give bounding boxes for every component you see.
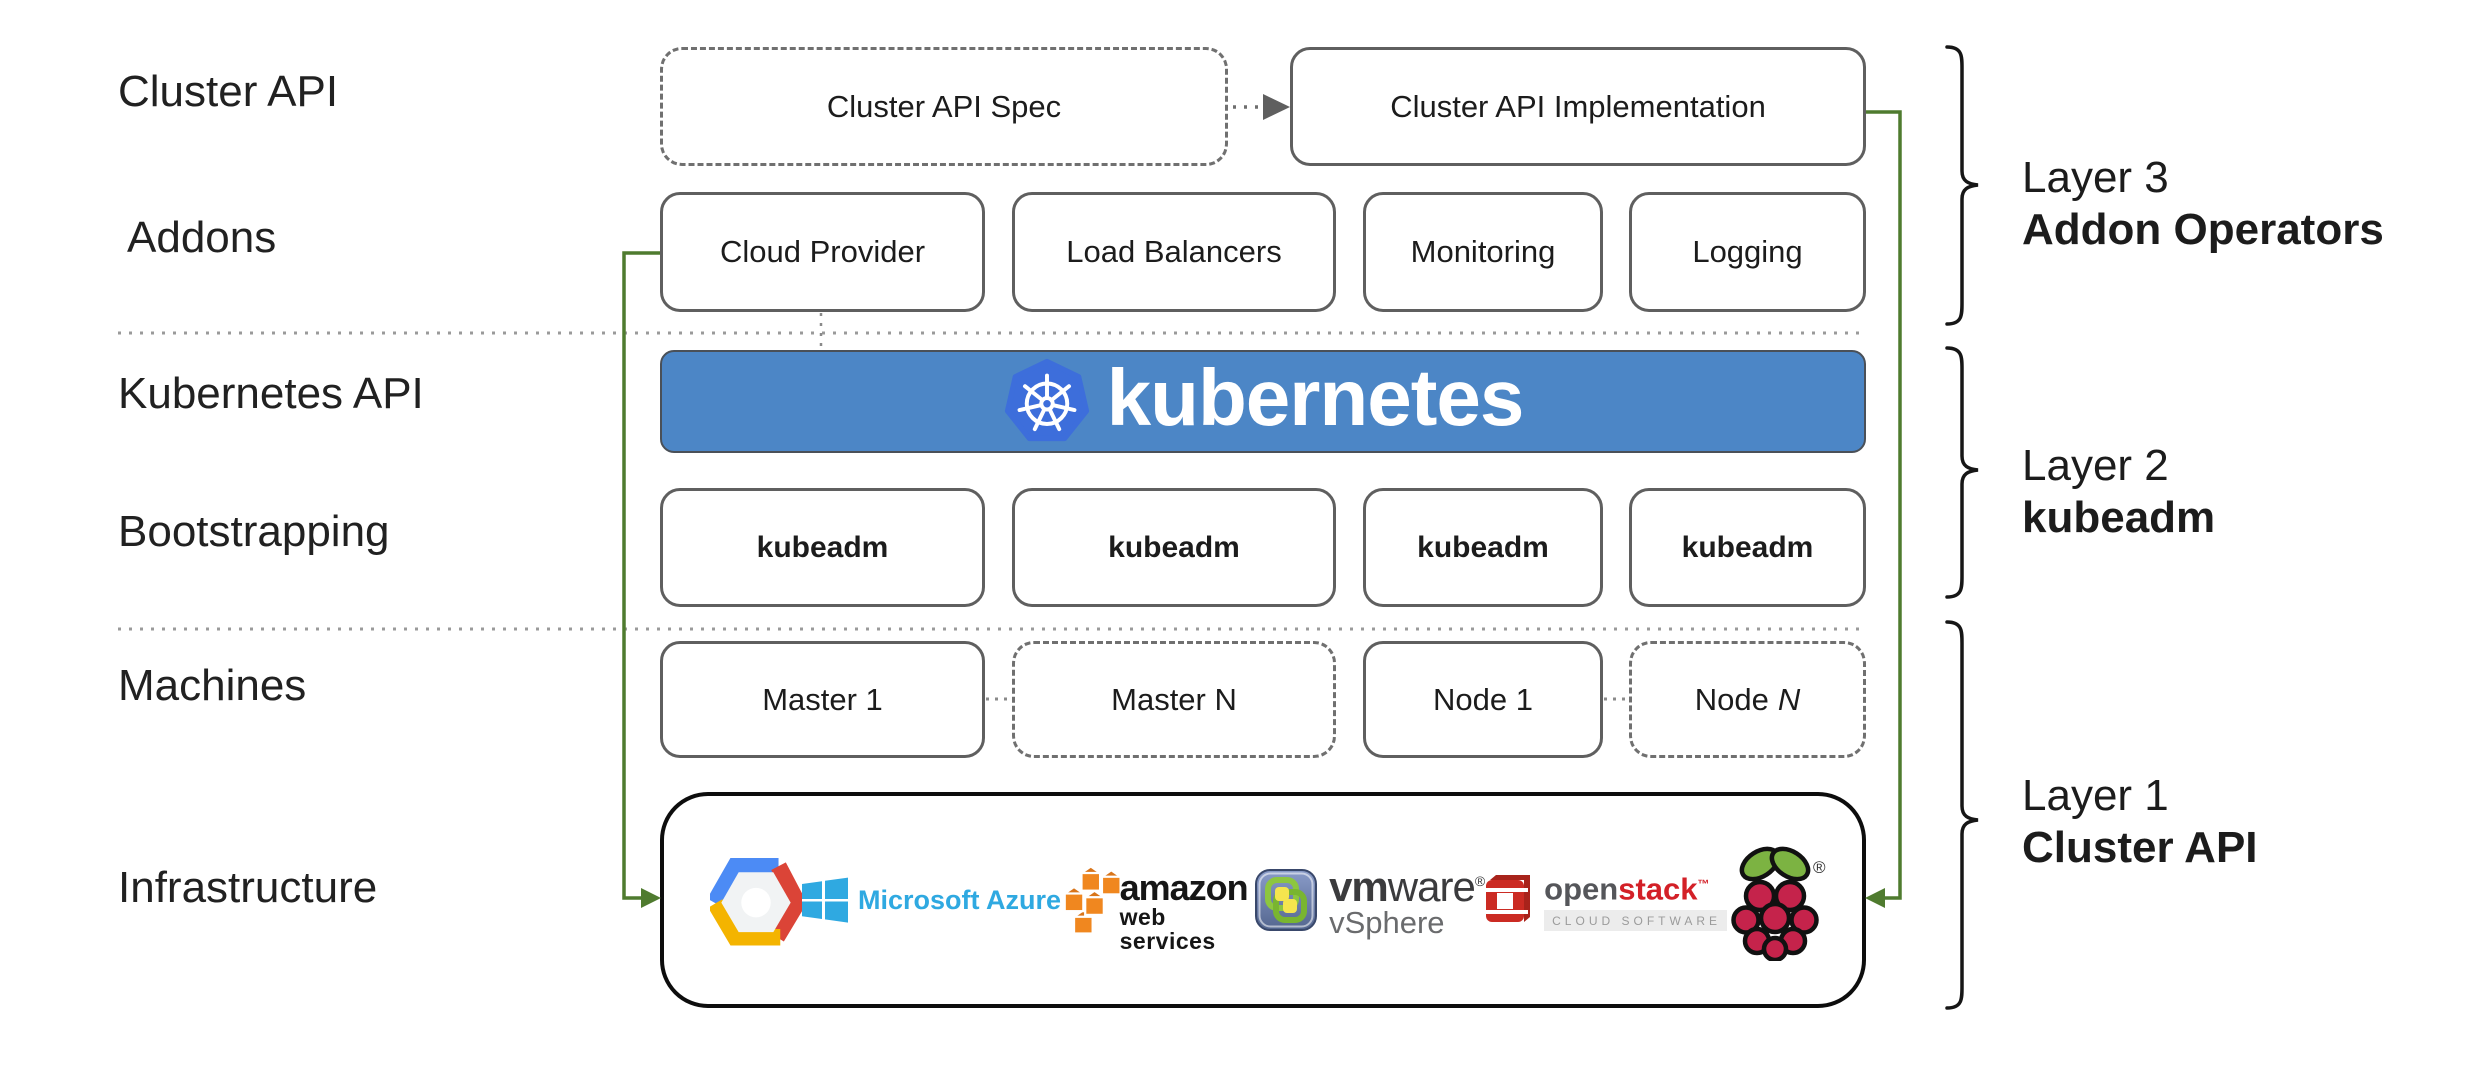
microsoft-windows-flag-icon bbox=[802, 877, 848, 923]
addon-box-load-balancers: Load Balancers bbox=[1012, 192, 1336, 312]
kubernetes-banner: kubernetes bbox=[660, 350, 1866, 453]
cluster-api-spec-label: Cluster API Spec bbox=[826, 88, 1062, 124]
kubeadm-box-1: kubeadm bbox=[660, 488, 985, 607]
layer-2-subtitle: kubeadm bbox=[2022, 493, 2216, 542]
openstack-icon bbox=[1484, 874, 1531, 922]
addon-box-logging: Logging bbox=[1629, 192, 1866, 312]
addon-label: Load Balancers bbox=[1066, 234, 1282, 269]
machine-label: Node 1 bbox=[1433, 681, 1533, 717]
row-label-cluster-api: Cluster API bbox=[118, 67, 339, 116]
amazon-cubes-icon bbox=[1062, 865, 1123, 935]
cluster-api-implementation-label: Cluster API Implementation bbox=[1390, 88, 1766, 124]
machine-box-master-n: Master N bbox=[1012, 641, 1336, 758]
layer-1-label: Layer 1 Cluster API bbox=[2022, 770, 2258, 874]
vmware-vsphere-logo: vmware® vSphere bbox=[1255, 861, 1485, 940]
layer-3-subtitle: Addon Operators bbox=[2022, 205, 2384, 254]
addon-box-monitoring: Monitoring bbox=[1363, 192, 1603, 312]
openstack-trademark: ™ bbox=[1697, 877, 1710, 892]
amazon-web-services-logo: amazon web services bbox=[1061, 847, 1255, 953]
machine-label: Node bbox=[1694, 681, 1769, 717]
kubeadm-label: kubeadm bbox=[1417, 530, 1549, 564]
openstack-logo: openstack™ CLOUD SOFTWARE bbox=[1484, 869, 1728, 931]
aws-label-sub: web services bbox=[1119, 904, 1216, 954]
machine-label: Master N bbox=[1111, 681, 1237, 717]
machine-label: Master 1 bbox=[762, 681, 883, 717]
raspberry-pi-logo: ® bbox=[1727, 839, 1827, 961]
layer-1-title: Layer 1 bbox=[2022, 771, 2169, 820]
cloud-provider-to-infrastructure-line bbox=[622, 251, 660, 900]
google-cloud-logo bbox=[710, 848, 802, 952]
kubernetes-wheel-icon bbox=[1004, 358, 1089, 441]
row-label-kubernetes-api: Kubernetes API bbox=[118, 369, 424, 418]
spec-to-implementation-arrowhead bbox=[1263, 94, 1290, 120]
row-label-infrastructure: Infrastructure bbox=[118, 863, 378, 912]
kubeadm-box-2: kubeadm bbox=[1012, 488, 1336, 607]
infrastructure-providers-box: Microsoft Azure bbox=[660, 792, 1866, 1008]
layer-2-label: Layer 2 kubeadm bbox=[2022, 440, 2215, 544]
addon-box-cloud-provider: Cloud Provider bbox=[660, 192, 985, 312]
openstack-label: openstack™ bbox=[1544, 871, 1710, 907]
aws-label-main: amazon bbox=[1119, 867, 1249, 908]
vsphere-label: vSphere bbox=[1329, 905, 1445, 940]
kubeadm-label: kubeadm bbox=[1681, 530, 1814, 564]
raspberry-pi-registered-mark: ® bbox=[1813, 858, 1826, 877]
machine-box-master-1: Master 1 bbox=[660, 641, 985, 758]
raspberry-pi-icon: ® bbox=[1731, 846, 1826, 961]
kubeadm-box-3: kubeadm bbox=[1363, 488, 1603, 607]
row-label-addons: Addons bbox=[127, 213, 277, 262]
layer-3-brace bbox=[1945, 45, 1979, 326]
kubernetes-wordmark: kubernetes bbox=[1106, 352, 1525, 442]
kubeadm-label: kubeadm bbox=[756, 530, 889, 564]
vmware-vsphere-icon bbox=[1255, 869, 1318, 931]
left-green-arrowhead bbox=[641, 888, 661, 908]
machine-label-italic-n: N bbox=[1777, 681, 1801, 717]
row-label-bootstrapping: Bootstrapping bbox=[118, 507, 390, 556]
cluster-api-implementation-box: Cluster API Implementation bbox=[1290, 47, 1866, 166]
layer-2-brace bbox=[1945, 346, 1979, 599]
addon-label: Logging bbox=[1692, 234, 1803, 269]
machine-box-node-n: Node N bbox=[1629, 641, 1866, 758]
vmware-registered-mark: ® bbox=[1474, 873, 1485, 889]
layer-3-title: Layer 3 bbox=[2022, 153, 2169, 202]
cluster-api-spec-box: Cluster API Spec bbox=[660, 47, 1228, 166]
machine-box-node-1: Node 1 bbox=[1363, 641, 1603, 758]
layer-1-subtitle: Cluster API bbox=[2022, 823, 2258, 872]
kubeadm-box-4: kubeadm bbox=[1629, 488, 1866, 607]
addon-label: Cloud Provider bbox=[719, 234, 926, 269]
right-green-arrowhead bbox=[1865, 888, 1885, 908]
row-label-machines: Machines bbox=[118, 661, 307, 710]
implementation-to-infrastructure-line bbox=[1866, 110, 1902, 900]
kubeadm-label: kubeadm bbox=[1108, 530, 1240, 564]
microsoft-azure-logo: Microsoft Azure bbox=[802, 877, 1061, 923]
azure-label: Microsoft Azure bbox=[858, 884, 1062, 915]
layer-3-label: Layer 3 Addon Operators bbox=[2022, 152, 2384, 256]
addon-label: Monitoring bbox=[1410, 234, 1556, 269]
vmware-label: vmware® bbox=[1329, 863, 1485, 910]
google-cloud-icon bbox=[710, 857, 802, 946]
openstack-cloud-software-label: CLOUD SOFTWARE bbox=[1544, 909, 1728, 931]
layer-1-brace bbox=[1945, 620, 1979, 1010]
layer-2-title: Layer 2 bbox=[2022, 441, 2169, 490]
